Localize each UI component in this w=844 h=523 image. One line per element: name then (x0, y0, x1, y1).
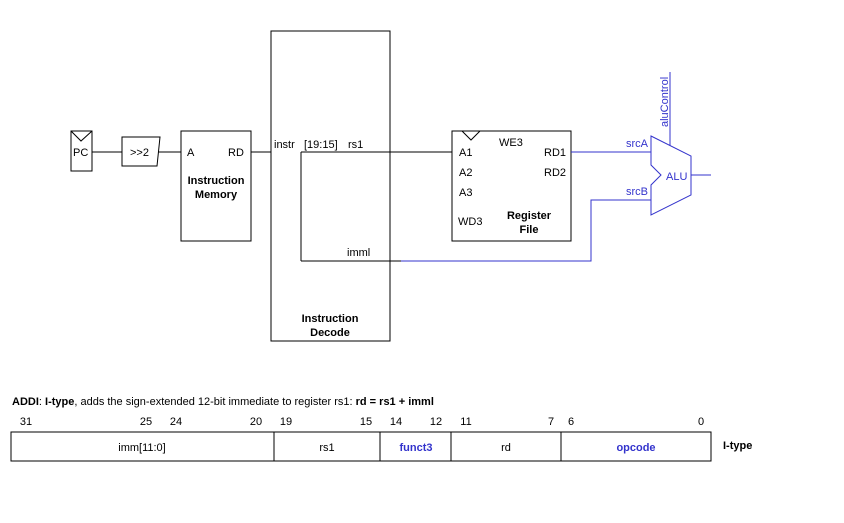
shift-label: >>2 (130, 147, 149, 159)
wire-imm-to-srcb (401, 199, 651, 262)
caption-formula: rd = rs1 + imml (355, 396, 434, 408)
field-rd: rd (501, 442, 511, 454)
field-imm: imm[11:0] (118, 442, 165, 454)
bit-label: 19 (280, 416, 292, 428)
bit-label: 6 (568, 416, 574, 428)
bit-label: 14 (390, 416, 402, 428)
decode-imm-label: imml (347, 247, 370, 259)
caption-desc: , adds the sign-extended 12-bit immediat… (74, 396, 356, 408)
regfile-title-1: Register (507, 210, 552, 222)
caption-type: I-type (45, 396, 75, 408)
regfile-clock-triangle (461, 130, 481, 141)
pc-label: PC (73, 147, 88, 159)
regfile-a3-label: A3 (459, 187, 472, 199)
regfile-rd1-label: RD1 (544, 147, 566, 159)
regfile-title-2: File (520, 224, 539, 236)
bit-label: 11 (460, 416, 471, 428)
bit-label: 0 (698, 416, 704, 428)
regfile-wd3-label: WD3 (458, 216, 482, 228)
instruction-caption: ADDI: I-type, adds the sign-extended 12-… (12, 396, 434, 408)
encoding-frame (10, 431, 712, 462)
shift-block (121, 136, 161, 167)
bit-label: 24 (170, 416, 182, 428)
imem-title-2: Memory (195, 189, 238, 201)
decode-title-2: Decode (310, 327, 350, 339)
pc-register (70, 130, 93, 172)
regfile-rd2-label: RD2 (544, 167, 566, 179)
bit-label: 15 (360, 416, 372, 428)
alu-srcb-label: srcB (626, 186, 648, 198)
encoding-table: 31 25 24 20 19 15 14 12 11 7 6 0 imm[11:… (10, 416, 752, 462)
bit-label: 7 (548, 416, 554, 428)
regfile-a2-label: A2 (459, 167, 472, 179)
field-rs1: rs1 (319, 442, 334, 454)
alu-label: ALU (666, 171, 687, 183)
decode-bits-label: [19:15] (304, 139, 338, 151)
register-file (451, 130, 572, 242)
field-opcode: opcode (616, 442, 655, 454)
regfile-a1-label: A1 (459, 147, 472, 159)
alu-control-label: aluControl (659, 77, 671, 127)
bit-label: 12 (430, 416, 442, 428)
bit-label: 25 (140, 416, 152, 428)
decode-instr-label: instr (274, 139, 295, 151)
regfile-we3-label: WE3 (499, 137, 523, 149)
bit-label: 20 (250, 416, 262, 428)
instruction-memory (180, 130, 252, 242)
imem-rd-label: RD (228, 147, 244, 159)
imem-a-label: A (187, 147, 195, 159)
caption-name: ADDI (12, 396, 39, 408)
alu-block (650, 135, 692, 216)
bit-label: 31 (20, 416, 32, 428)
pc-clock-triangle (70, 130, 93, 142)
field-funct3: funct3 (400, 442, 433, 454)
alu-srca-label: srcA (626, 138, 649, 150)
encoding-format-label: I-type (723, 440, 752, 452)
caption-sep: : (38, 396, 46, 408)
instruction-decode (270, 30, 391, 342)
imem-title-1: Instruction (188, 175, 245, 187)
decode-title-1: Instruction (302, 313, 359, 325)
decode-rs1-label: rs1 (348, 139, 363, 151)
